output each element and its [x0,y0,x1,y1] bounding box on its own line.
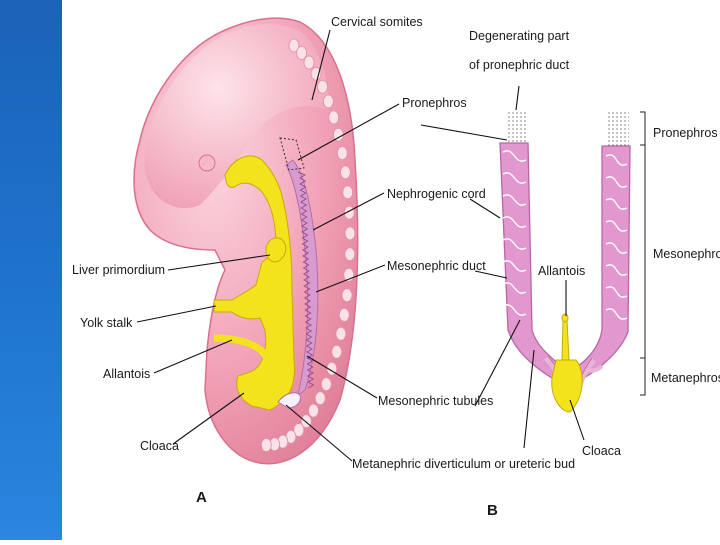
somite-bead [320,377,332,392]
pronephros-region [279,137,305,171]
sidebar-band [0,0,62,540]
leader-lines [136,29,585,462]
somite-bead [308,403,319,418]
b-urorectal-branch [585,364,604,373]
somite-bead [338,307,350,322]
embryo-figure [133,17,359,465]
somite-bead [296,46,308,60]
somite-bead [317,79,328,94]
label-mesonephros: Mesonephros [653,247,720,261]
label-nephrogenic-cord: Nephrogenic cord [387,187,486,201]
somite-bead [310,66,322,81]
label-cloaca-a: Cloaca [140,439,179,453]
somite-bead [344,226,356,241]
embryo-head [144,24,329,209]
somite-bead [341,288,353,303]
labels: Cervical somites Pronephros Nephrogenic … [72,15,720,519]
somite-bead [339,165,351,180]
label-yolk-stalk: Yolk stalk [80,316,133,330]
allantois-duct [213,334,272,362]
degenerating-cap-left [506,110,526,143]
panel-label-b: B [487,502,498,519]
diagram-canvas: Cervical somites Pronephros Nephrogenic … [62,0,720,540]
somite-bead [331,344,343,359]
label-mesonephric-tubules: Mesonephric tubules [378,394,493,408]
b-cloaca [551,359,583,413]
kidney-duct-figure [499,110,646,413]
label-degenerating-1: Degenerating part [469,29,570,43]
b-allantois-tip [561,313,569,323]
label-allantois-b: Allantois [538,264,585,278]
embryo-eye [198,154,216,172]
label-pronephros-b: Pronephros [653,126,718,140]
label-allantois-a: Allantois [103,367,150,381]
label-cervical-somites: Cervical somites [331,15,423,29]
b-allantois-stalk [561,319,570,361]
somite-bead [260,438,272,452]
right-tubules [605,154,628,320]
label-degenerating-2: of pronephric duct [469,58,570,72]
liver-primordium-bud [265,237,287,263]
mesonephric-tubule-zigzag [297,171,315,389]
label-cloaca-b: Cloaca [582,444,621,458]
somite-bead [336,146,348,161]
label-metanephros: Metanephros [651,371,720,385]
somite-bead [314,391,326,406]
ureteric-bud [277,392,301,409]
somite-bead [344,247,356,262]
somite-bead [322,94,334,109]
region-bracket [640,111,646,396]
label-pronephros-a: Pronephros [402,96,467,110]
somite-beads [260,38,356,452]
kidney-development-diagram: Cervical somites Pronephros Nephrogenic … [72,15,720,519]
somite-bead [328,110,340,125]
somite-bead [303,55,315,70]
right-mesonephric-duct [577,145,631,379]
somite-bead [342,185,354,200]
somite-bead [288,38,300,53]
somite-bead [335,326,347,341]
left-tubules [502,150,527,316]
label-mesonephric-duct: Mesonephric duct [387,259,486,273]
degenerating-cap-right [607,112,629,146]
label-liver-primordium: Liver primordium [72,263,165,277]
panel-label-a: A [196,489,207,506]
label-metanephric-diverticulum: Metanephric diverticulum or ureteric bud [352,457,575,471]
somite-bead [293,423,305,437]
